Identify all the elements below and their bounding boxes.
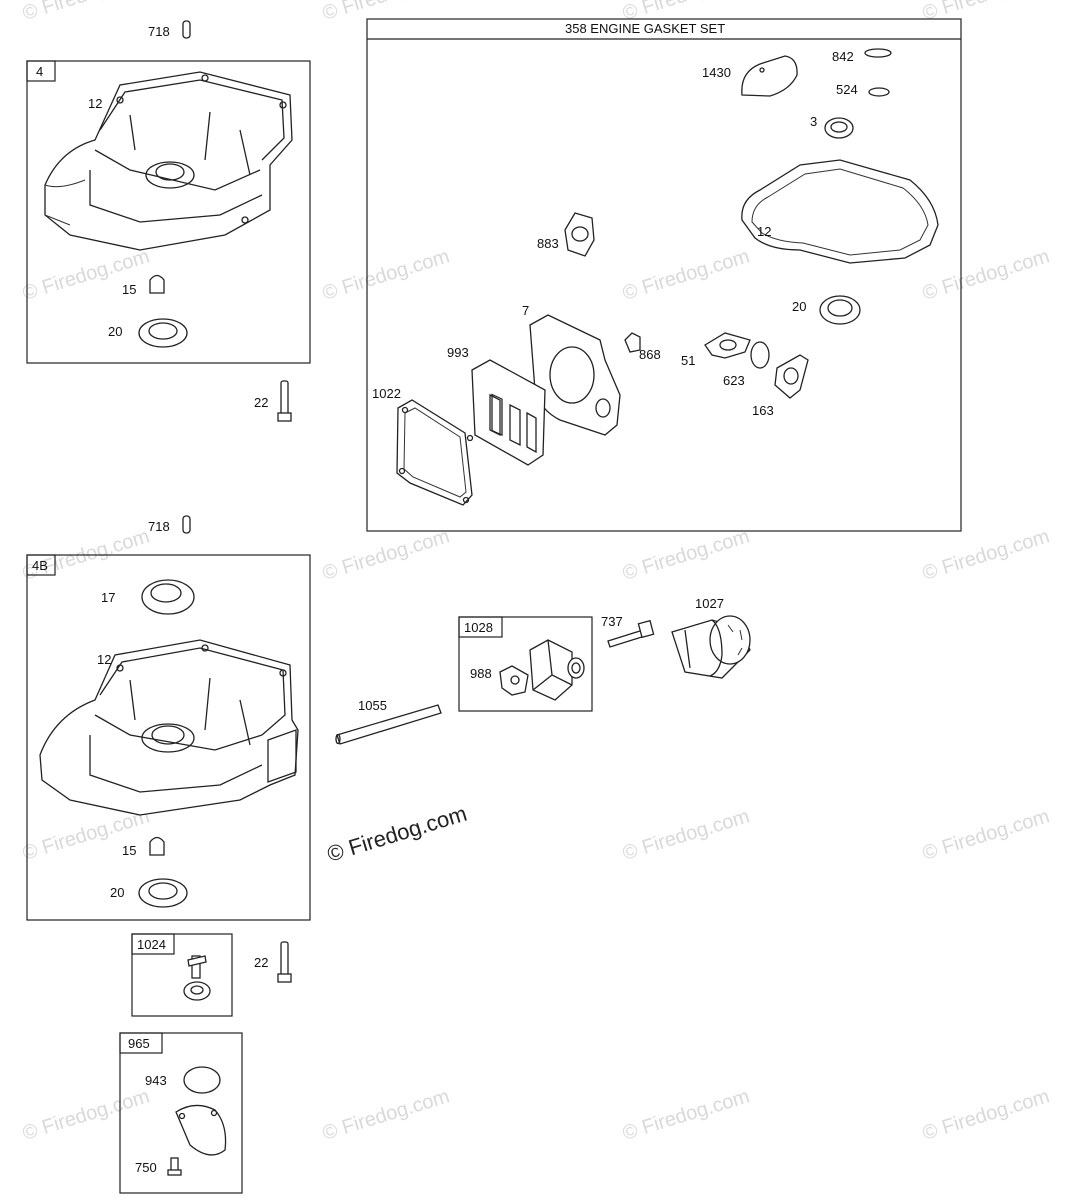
watermark: © Firedog.com	[620, 805, 752, 864]
label-524: 524	[836, 82, 858, 97]
o-ring-842	[864, 48, 892, 58]
crankcase-gasket-12	[741, 159, 939, 264]
gasket-883	[564, 212, 595, 257]
label-22: 22	[254, 395, 268, 410]
label-20: 20	[110, 885, 124, 900]
label-868: 868	[639, 347, 661, 362]
oil-filter-adapter	[529, 639, 585, 701]
label-12: 12	[97, 652, 111, 667]
oil-seal-20	[138, 878, 188, 908]
label-22: 22	[254, 955, 268, 970]
box-4: 4 12 15 20	[26, 60, 311, 364]
gasket-623	[750, 341, 770, 369]
seal-3	[824, 117, 854, 139]
label-1027: 1027	[695, 596, 724, 611]
label-51: 51	[681, 353, 695, 368]
center-watermark: © Firedog.com	[324, 801, 470, 867]
gasket-163	[774, 354, 809, 399]
bearing-17	[141, 579, 195, 615]
label-12: 12	[88, 96, 102, 111]
label-17: 17	[101, 590, 115, 605]
label-737: 737	[601, 614, 623, 629]
watermark: © Firedog.com	[620, 1085, 752, 1144]
box-1024: 1024	[131, 933, 233, 1017]
label-718: 718	[148, 24, 170, 39]
label-988: 988	[470, 666, 492, 681]
sump-housing	[39, 639, 299, 816]
watermark: © Firedog.com	[320, 0, 452, 25]
gasket-1430	[741, 55, 798, 97]
dowel-pin-718	[182, 515, 191, 534]
label-883: 883	[537, 236, 559, 251]
governor-shaft	[187, 955, 207, 979]
watermark: © Firedog.com	[920, 245, 1052, 304]
watermark: © Firedog.com	[920, 805, 1052, 864]
watermark: © Firedog.com	[320, 245, 452, 304]
sump-housing	[44, 71, 293, 251]
governor-gear	[183, 981, 211, 1001]
box-4-label: 4	[36, 64, 43, 79]
guide-868	[624, 332, 641, 353]
gasket-993	[471, 359, 546, 466]
label-718: 718	[148, 519, 170, 534]
o-ring-943	[183, 1066, 221, 1094]
bolt-22	[277, 380, 292, 422]
cover-plate	[175, 1104, 227, 1156]
box-1024-label: 1024	[137, 937, 166, 952]
label-3: 3	[810, 114, 817, 129]
label-163: 163	[752, 403, 774, 418]
watermark: © Firedog.com	[320, 525, 452, 584]
label-623: 623	[723, 373, 745, 388]
watermark: © Firedog.com	[920, 1085, 1052, 1144]
screw-750	[167, 1157, 182, 1176]
box-965-label: 965	[128, 1036, 150, 1051]
label-750: 750	[135, 1160, 157, 1175]
box-1028-label: 1028	[464, 620, 493, 635]
watermark: © Firedog.com	[20, 1085, 152, 1144]
box-4b: 4B 17 12 15 20	[26, 554, 311, 921]
label-12: 12	[757, 224, 771, 239]
gasket-988	[499, 665, 529, 696]
label-1055: 1055	[358, 698, 387, 713]
o-ring-524	[868, 87, 890, 97]
gasket-set-box: 358 ENGINE GASKET SET 1430 842 524 3 883…	[366, 18, 962, 532]
oil-filter-1027	[671, 615, 751, 679]
watermark: © Firedog.com	[620, 525, 752, 584]
dowel-pin-718	[182, 20, 191, 39]
label-15: 15	[122, 282, 136, 297]
label-993: 993	[447, 345, 469, 360]
gasket-51	[704, 332, 751, 359]
label-15: 15	[122, 843, 136, 858]
watermark: © Firedog.com	[620, 245, 752, 304]
bolt-737	[607, 619, 655, 648]
label-842: 842	[832, 49, 854, 64]
label-20: 20	[108, 324, 122, 339]
label-20: 20	[792, 299, 806, 314]
valve-cover-gasket-1022	[396, 399, 474, 506]
label-7: 7	[522, 303, 529, 318]
gasket-set-title: 358 ENGINE GASKET SET	[565, 21, 725, 36]
plug-15	[149, 274, 165, 294]
box-965: 965 943 750	[119, 1032, 243, 1194]
watermark: © Firedog.com	[20, 0, 152, 25]
oil-seal-20	[138, 318, 188, 348]
oil-seal-20	[819, 295, 861, 325]
box-1028: 1028 988	[458, 616, 593, 712]
label-943: 943	[145, 1073, 167, 1088]
bolt-22	[277, 941, 292, 983]
watermark: © Firedog.com	[920, 525, 1052, 584]
plug-15	[149, 836, 165, 856]
box-4b-label: 4B	[32, 558, 48, 573]
label-1022: 1022	[372, 386, 401, 401]
dipstick-tube-1055	[335, 704, 442, 745]
label-1430: 1430	[702, 65, 731, 80]
watermark: © Firedog.com	[320, 1085, 452, 1144]
watermark: © Firedog.com	[920, 0, 1052, 25]
